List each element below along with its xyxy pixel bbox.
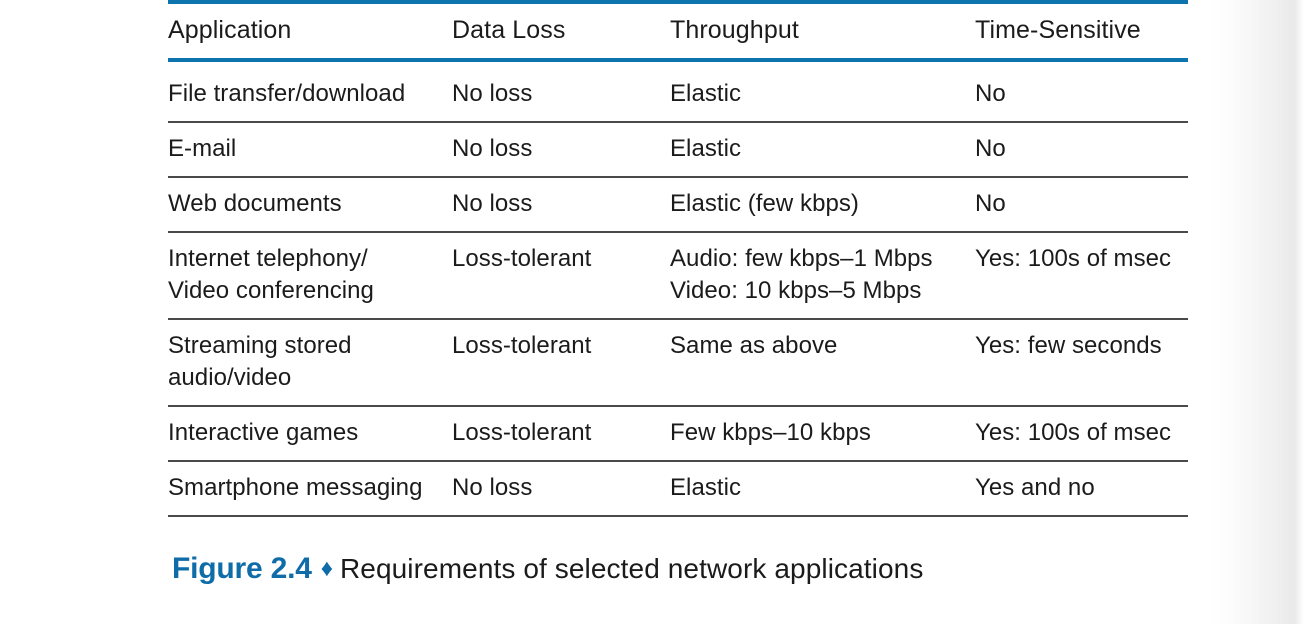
cell-application: File transfer/download [168,60,452,123]
cell-line: Smartphone messaging [168,474,423,501]
cell-line: Loss-tolerant [452,332,592,359]
cell-line: Elastic (few kbps) [670,190,859,217]
cell-line: Video conferencing [168,277,374,304]
page-edge-shading [1208,0,1304,624]
cell-data-loss: No loss [452,177,670,233]
cell-line: No loss [452,135,533,162]
figure-caption: Figure 2.4 ♦Requirements of selected netw… [172,554,923,584]
cell-line: No loss [452,474,533,501]
requirements-table: Application Data Loss Throughput Time-Se… [168,0,1188,517]
table-row: Smartphone messaging No loss Elastic Yes an… [168,461,1188,517]
cell-line: Web documents [168,190,342,217]
figure-caption-text: Requirements of selected network applica… [339,553,924,584]
cell-throughput: Few kbps–10 kbps [670,406,975,462]
cell-time-sensitive: No [975,60,1188,123]
cell-time-sensitive: Yes: 100s of msec [975,406,1188,462]
cell-line: Interactive games [168,419,359,446]
cell-data-loss: No loss [452,461,670,517]
cell-application: Interactive games [168,406,452,462]
cell-line: Yes: 100s of msec [975,245,1172,272]
cell-line: Streaming stored [168,332,352,359]
cell-line: No loss [452,80,533,107]
cell-line: Yes and no [975,474,1095,501]
cell-time-sensitive: Yes: 100s of msec [975,232,1188,320]
cell-line: Few kbps–10 kbps [670,419,871,446]
cell-line: audio/video [168,364,292,391]
table-row: Streaming stored audio/video Loss-tolerant… [168,319,1188,407]
cell-line: File transfer/download [168,80,406,107]
cell-line: Loss-tolerant [452,419,592,446]
cell-application: Streaming stored audio/video [168,319,452,407]
table-row: E-mail No loss Elastic No [168,122,1188,178]
diamond-icon: ♦ [320,555,333,582]
cell-throughput: Same as above [670,319,975,407]
cell-line: No [975,135,1006,162]
cell-line: Same as above [670,332,838,359]
cell-line: Yes: few seconds [975,332,1162,359]
cell-line: Loss-tolerant [452,245,592,272]
cell-line: Elastic [670,80,742,107]
cell-line: Elastic [670,135,742,162]
table-row: File transfer/download No loss Elastic No [168,60,1188,123]
column-header-time-sensitive: Time-Sensitive [975,0,1188,62]
cell-throughput: Elastic [670,122,975,178]
column-header-throughput: Throughput [670,0,975,62]
cell-line: Elastic [670,474,742,501]
cell-line: Video: 10 kbps–5 Mbps [670,277,922,304]
cell-line: Audio: few kbps–1 Mbps [670,245,933,272]
cell-throughput: Elastic [670,60,975,123]
cell-throughput: Elastic (few kbps) [670,177,975,233]
cell-line: No [975,80,1006,107]
cell-time-sensitive: No [975,177,1188,233]
cell-data-loss: Loss-tolerant [452,319,670,407]
cell-data-loss: No loss [452,60,670,123]
cell-time-sensitive: No [975,122,1188,178]
cell-data-loss: Loss-tolerant [452,406,670,462]
cell-throughput: Elastic [670,461,975,517]
column-header-application: Application [168,0,452,62]
cell-line: E-mail [168,135,237,162]
table-row: Interactive games Loss-tolerant Few kbps–1… [168,406,1188,462]
cell-time-sensitive: Yes and no [975,461,1188,517]
cell-application: Internet telephony/Video conferencing [168,232,452,320]
cell-time-sensitive: Yes: few seconds [975,319,1188,407]
cell-line: Yes: 100s of msec [975,419,1172,446]
cell-line: No [975,190,1006,217]
cell-application: E-mail [168,122,452,178]
cell-application: Web documents [168,177,452,233]
cell-data-loss: Loss-tolerant [452,232,670,320]
figure-table-container: Application Data Loss Throughput Time-Se… [168,0,1188,517]
table-row: Web documents No loss Elastic (few kbps) No [168,177,1188,233]
column-header-data-loss: Data Loss [452,0,670,62]
cell-data-loss: No loss [452,122,670,178]
figure-number-label: Figure 2.4 [172,552,312,585]
table-header: Application Data Loss Throughput Time-Se… [168,0,1188,62]
table-header-row: Application Data Loss Throughput Time-Se… [168,0,1188,62]
cell-line: Internet telephony/ [168,245,368,272]
cell-application: Smartphone messaging [168,461,452,517]
cell-line: No loss [452,190,533,217]
